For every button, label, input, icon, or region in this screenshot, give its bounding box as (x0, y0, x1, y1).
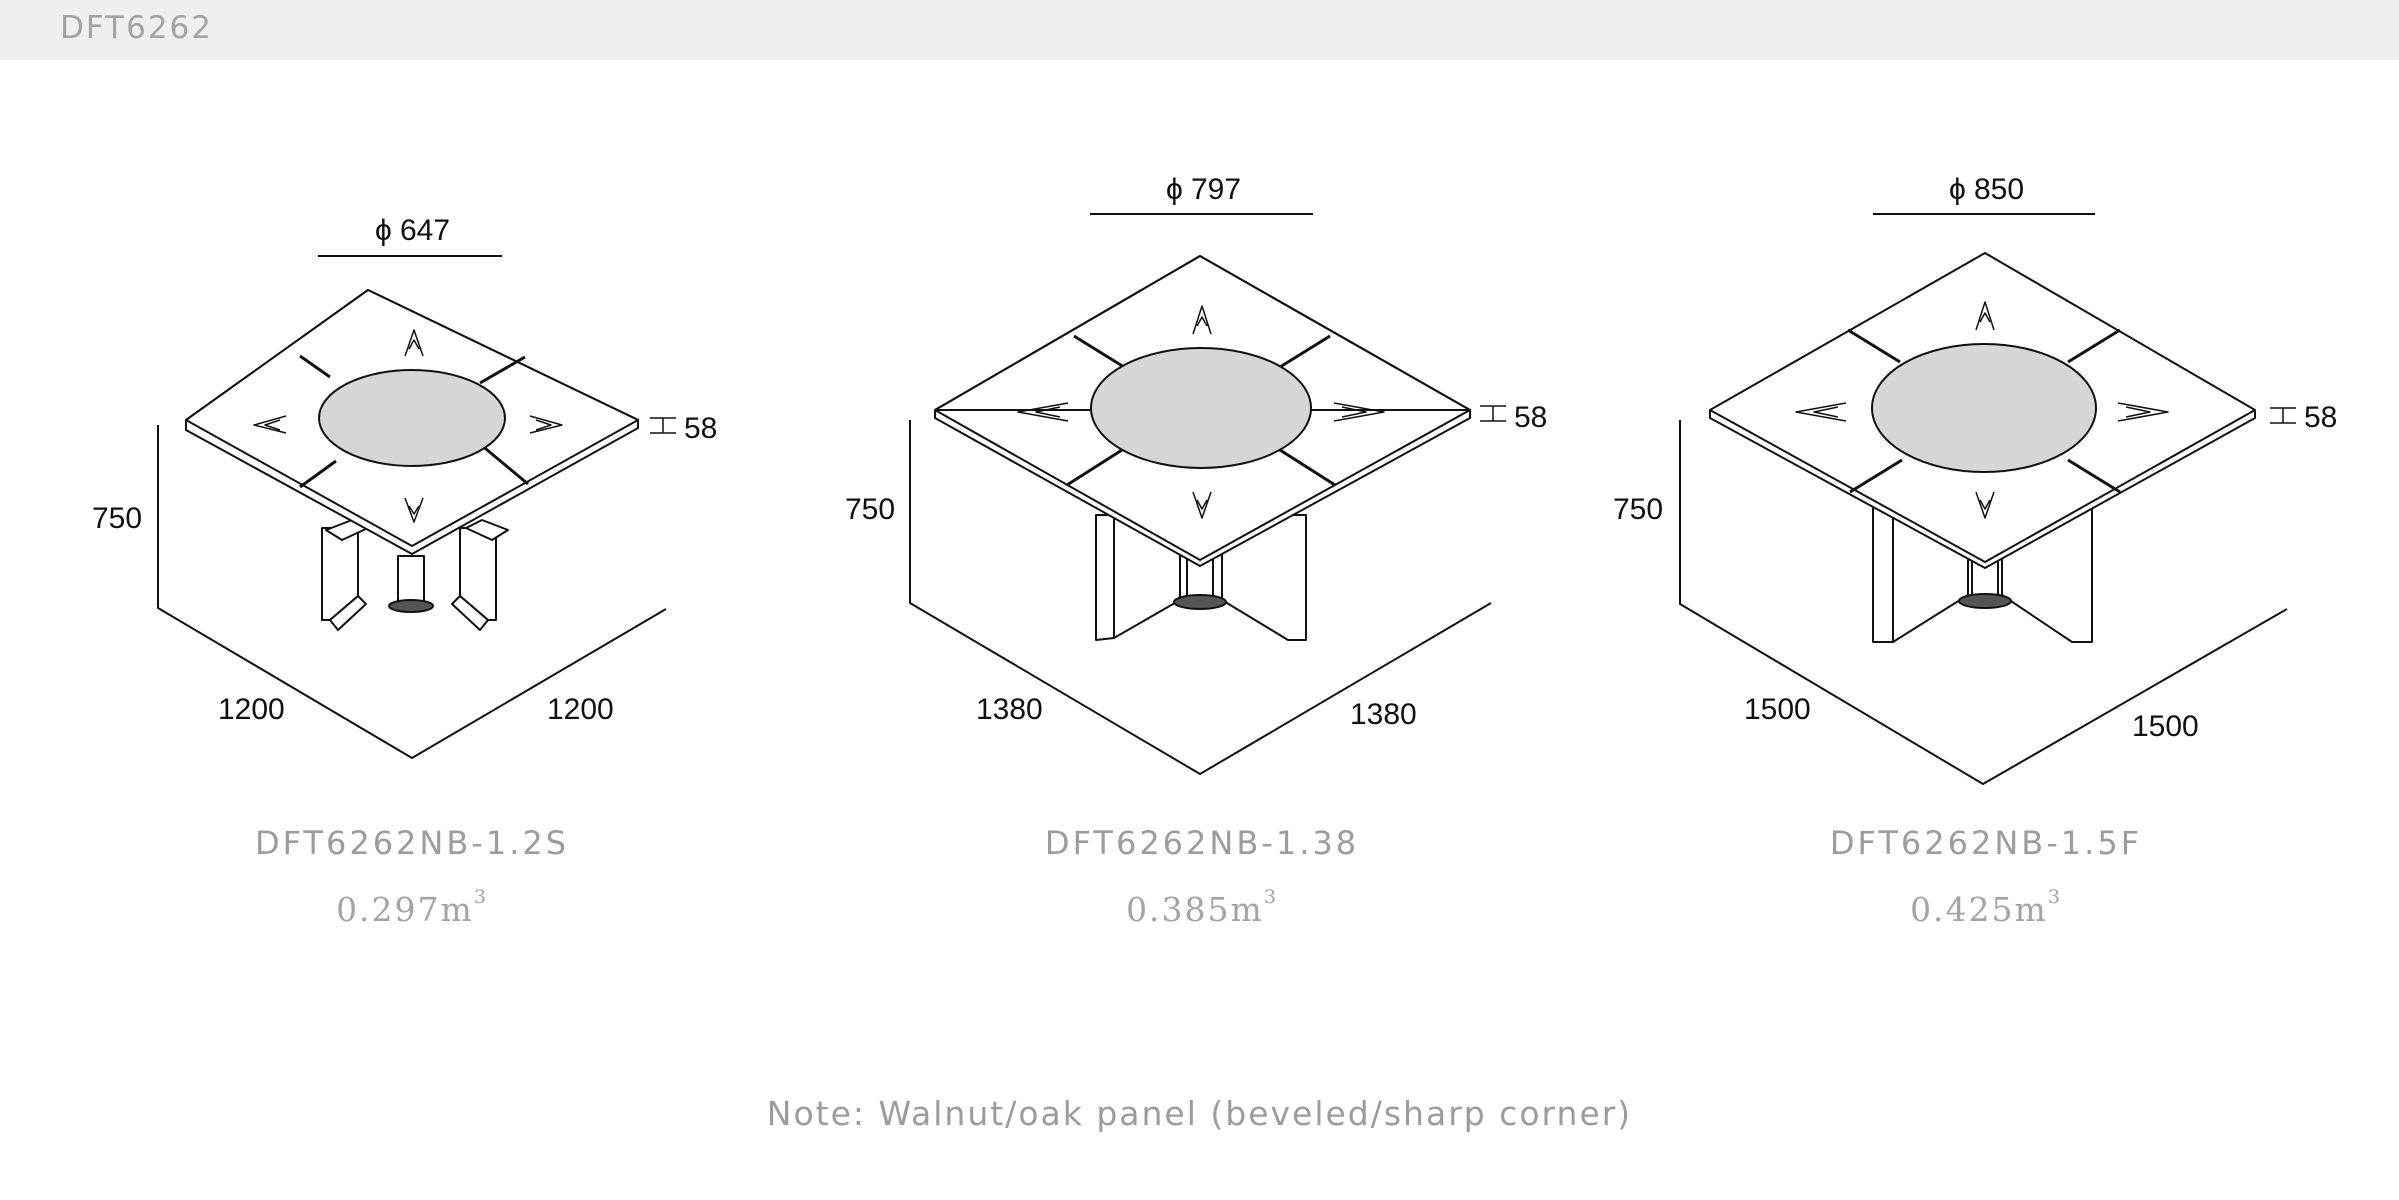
depth-label-2: 1380 (1350, 698, 1417, 731)
edge-thickness-label-2: 58 (1514, 401, 1547, 434)
volume-label-1: 0.297m3 (162, 886, 662, 929)
tabletop-3 (1709, 252, 2296, 569)
tabletop-1 (185, 289, 676, 555)
width-label-3: 1500 (1744, 693, 1811, 726)
volume-exponent-2: 3 (1263, 886, 1278, 908)
note-text: Note: Walnut/oak panel (beveled/sharp co… (766, 1094, 1633, 1133)
dimension-line-box-1 (157, 425, 667, 759)
model-label-1: DFT6262NB-1.2S (254, 824, 570, 862)
depth-label-3: 1500 (2132, 710, 2199, 743)
height-label-2: 750 (845, 493, 895, 526)
dimension-line-box-2 (909, 420, 1492, 775)
edge-thickness-label-3: 58 (2304, 401, 2337, 434)
depth-label-1: 1200 (547, 693, 614, 726)
table-drawing-3 (1679, 213, 2296, 785)
diameter-symbol-1: ϕ (375, 214, 392, 247)
lazy-susan-3 (1871, 343, 2097, 473)
table-base-2 (1095, 514, 1307, 641)
volume-value-3: 0.425m (1910, 890, 2048, 929)
diameter-symbol-3: ϕ (1949, 173, 1966, 206)
model-label-2: DFT6262NB-1.38 (1044, 824, 1360, 862)
table-drawing-2 (909, 213, 1506, 775)
tabletop-2 (934, 255, 1506, 567)
edge-thickness-label-1: 58 (684, 412, 717, 445)
volume-label-3: 0.425m3 (1736, 886, 2236, 929)
lazy-susan-1 (318, 369, 506, 467)
diameter-label-1: 647 (400, 214, 450, 247)
model-label-3: DFT6262NB-1.5F (1829, 824, 2143, 862)
volume-exponent-1: 3 (473, 886, 488, 908)
diameter-label-2: 797 (1191, 173, 1241, 206)
height-label-1: 750 (92, 502, 142, 535)
diameter-label-3: 850 (1974, 173, 2024, 206)
width-label-2: 1380 (976, 693, 1043, 726)
diameter-symbol-2: ϕ (1166, 173, 1183, 206)
dimension-line-box-3 (1679, 420, 2288, 785)
volume-exponent-3: 3 (2047, 886, 2062, 908)
lazy-susan-2 (1090, 347, 1312, 469)
volume-value-1: 0.297m (336, 890, 474, 929)
volume-value-2: 0.385m (1126, 890, 1264, 929)
height-label-3: 750 (1613, 493, 1663, 526)
table-base-1 (321, 519, 509, 631)
header-bar (0, 0, 2399, 60)
width-label-1: 1200 (218, 693, 285, 726)
volume-label-2: 0.385m3 (952, 886, 1452, 929)
header-title: DFT6262 (60, 10, 213, 46)
table-drawing-1 (157, 255, 676, 759)
